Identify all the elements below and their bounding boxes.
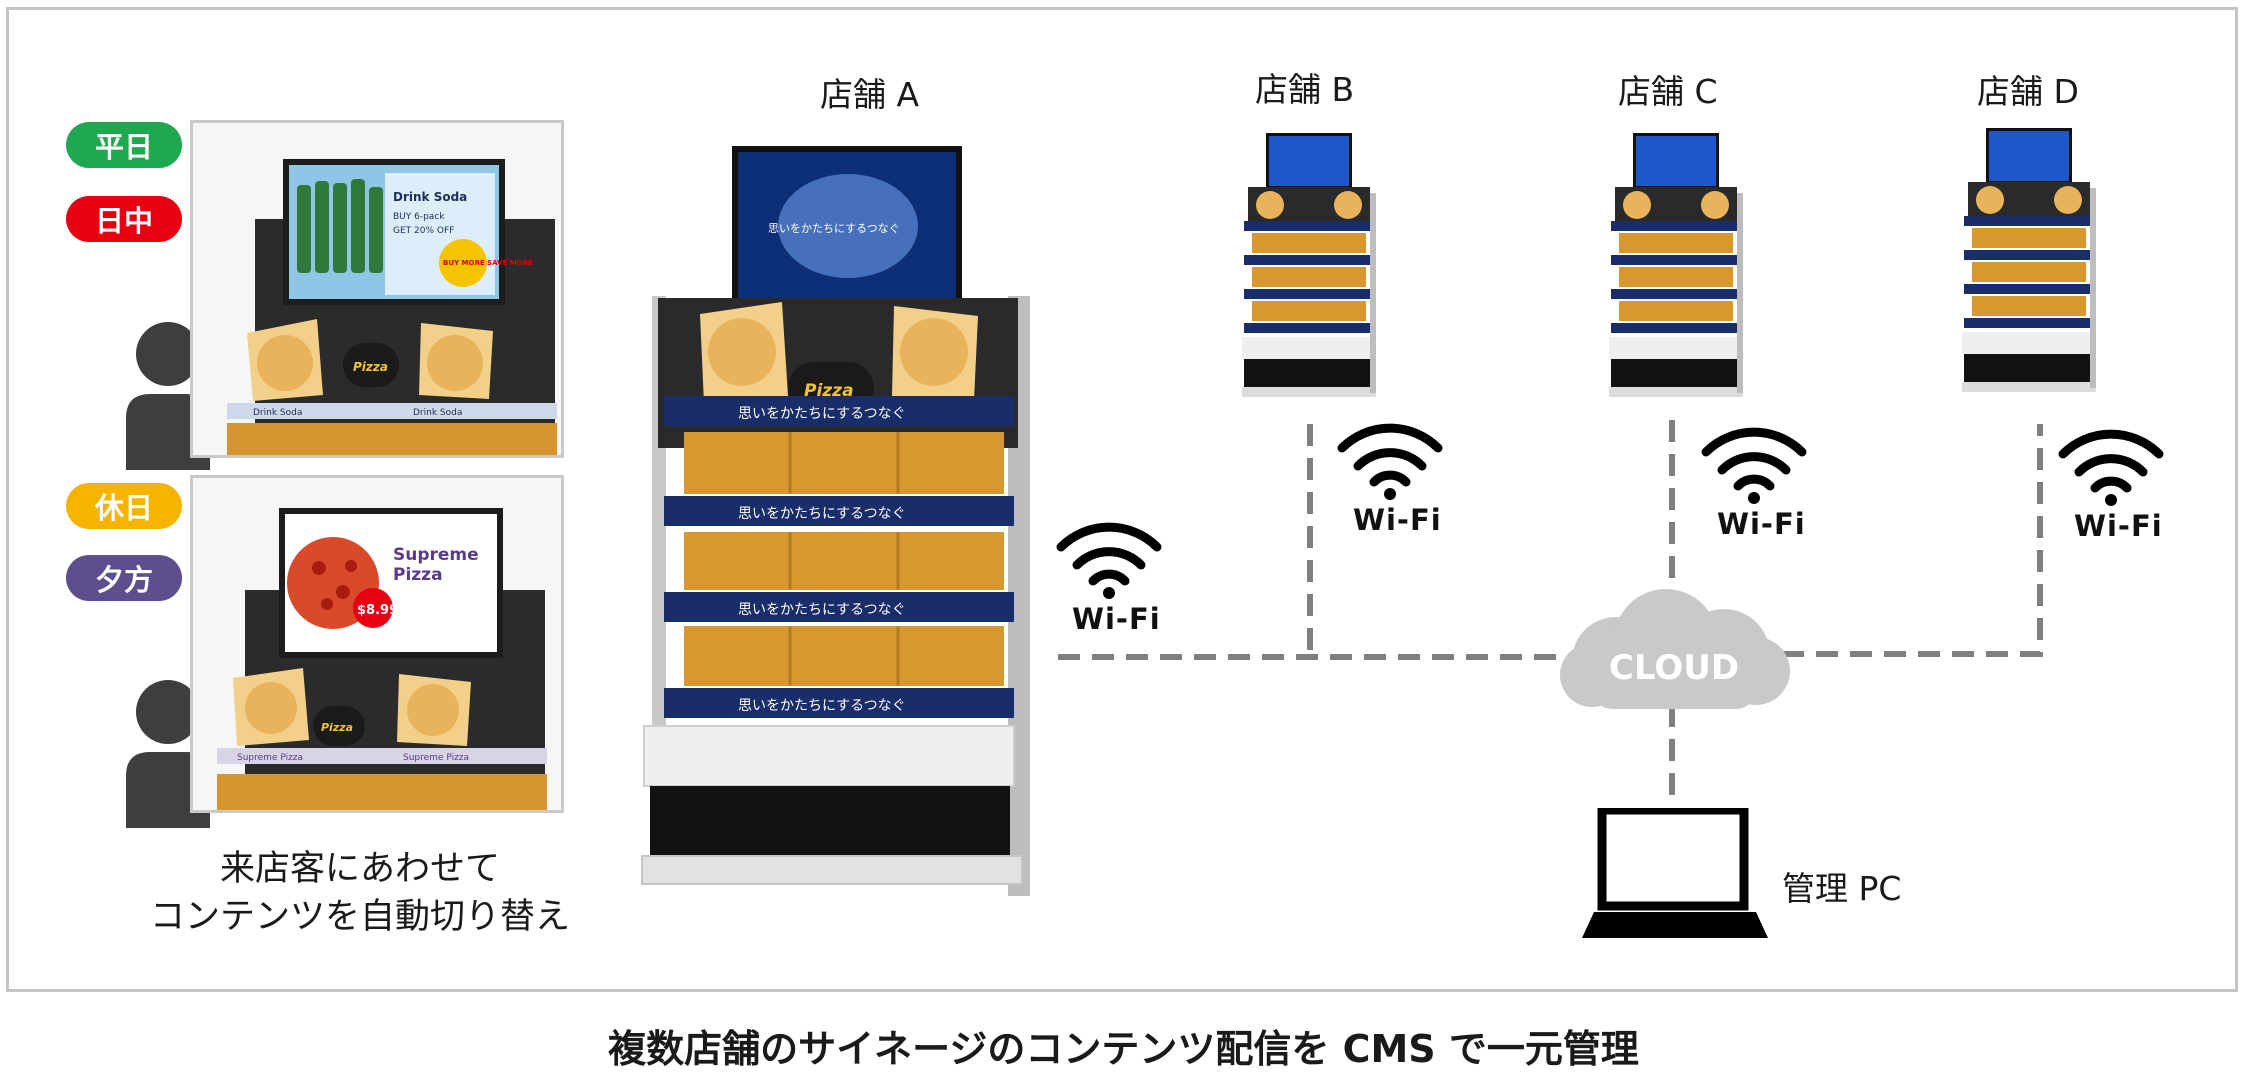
wifi-label-a: Wi-Fi (1072, 602, 1161, 636)
store-label-b: 店舗 B (1255, 70, 1355, 109)
caption-line2: コンテンツを自動切り替え (150, 897, 571, 937)
shelf-text-3: 思いをかたちにするつなぐ (738, 602, 906, 618)
strip2-right: Supreme Pizza (403, 753, 469, 763)
shelf-text-1: 思いをかたちにするつなぐ (738, 406, 906, 422)
badge-evening: 夕方 (66, 555, 182, 601)
pizza-logo: Pizza (353, 360, 388, 374)
pizza-logo: Pizza (321, 721, 353, 734)
store-c-shelf (1609, 133, 1743, 397)
strip2-left: Supreme Pizza (237, 753, 303, 763)
laptop-icon (1582, 808, 1768, 938)
ad1-burst: BUY MORE SAVE MORE (443, 259, 533, 267)
photo-weekday-display: Drink Soda BUY 6-pack GET 20% OFF BUY MO… (190, 120, 564, 458)
person-icon (126, 322, 210, 470)
ad1-line3: GET 20% OFF (393, 226, 454, 236)
ad1-line2: BUY 6-pack (393, 212, 445, 222)
ad2-price: $8.99 (357, 603, 398, 618)
pc-label: 管理 PC (1782, 869, 1902, 908)
cloud-label: CLOUD (1609, 648, 1739, 688)
wifi-label-b: Wi-Fi (1353, 503, 1442, 537)
store-label-a: 店舗 A (820, 75, 920, 114)
badge-daytime: 日中 (66, 196, 182, 242)
shelf-text-4: 思いをかたちにするつなぐ (738, 698, 906, 714)
ad2-line2: Pizza (393, 565, 443, 585)
cloud-icon: CLOUD (1560, 589, 1790, 709)
photo-holiday-display: Supreme Pizza $8.99 Pizza Supreme Pizza … (190, 475, 564, 813)
line-store-d (1782, 424, 2043, 657)
strip1-right: Drink Soda (413, 408, 462, 418)
caption-line1: 来店客にあわせて (219, 849, 500, 889)
tv-text: 思いをかたちにするつなぐ (768, 222, 900, 235)
person-icon (126, 680, 210, 828)
wifi-icon (1337, 423, 1443, 500)
shelf-text-2: 思いをかたちにするつなぐ (738, 506, 906, 522)
wifi-icon (1701, 427, 1807, 504)
store-b-shelf (1242, 133, 1376, 397)
badge-holiday: 休日 (66, 483, 182, 529)
strip1-left: Drink Soda (253, 408, 302, 418)
store-label-c: 店舗 C (1618, 72, 1718, 111)
wifi-icon (1056, 522, 1162, 599)
badge-weekday: 平日 (66, 122, 182, 168)
ad2-line1: Supreme (393, 545, 479, 565)
caption: 来店客にあわせて コンテンツを自動切り替え (150, 845, 570, 941)
store-a-shelf: 思いをかたちにするつなぐ Pizza 思いをかたちにするつなぐ 思いをかたちにす… (641, 146, 1030, 896)
diagram-frame (6, 7, 2238, 992)
wifi-label-c: Wi-Fi (1717, 507, 1806, 541)
store-d-shelf (1962, 128, 2096, 392)
diagram-title: 複数店舗のサイネージのコンテンツ配信を CMS で一元管理 (608, 1027, 1639, 1071)
ad1-line1: Drink Soda (393, 190, 467, 204)
wifi-icon (2058, 429, 2164, 506)
wifi-label-d: Wi-Fi (2074, 509, 2163, 543)
store-label-d: 店舗 D (1977, 72, 2079, 111)
